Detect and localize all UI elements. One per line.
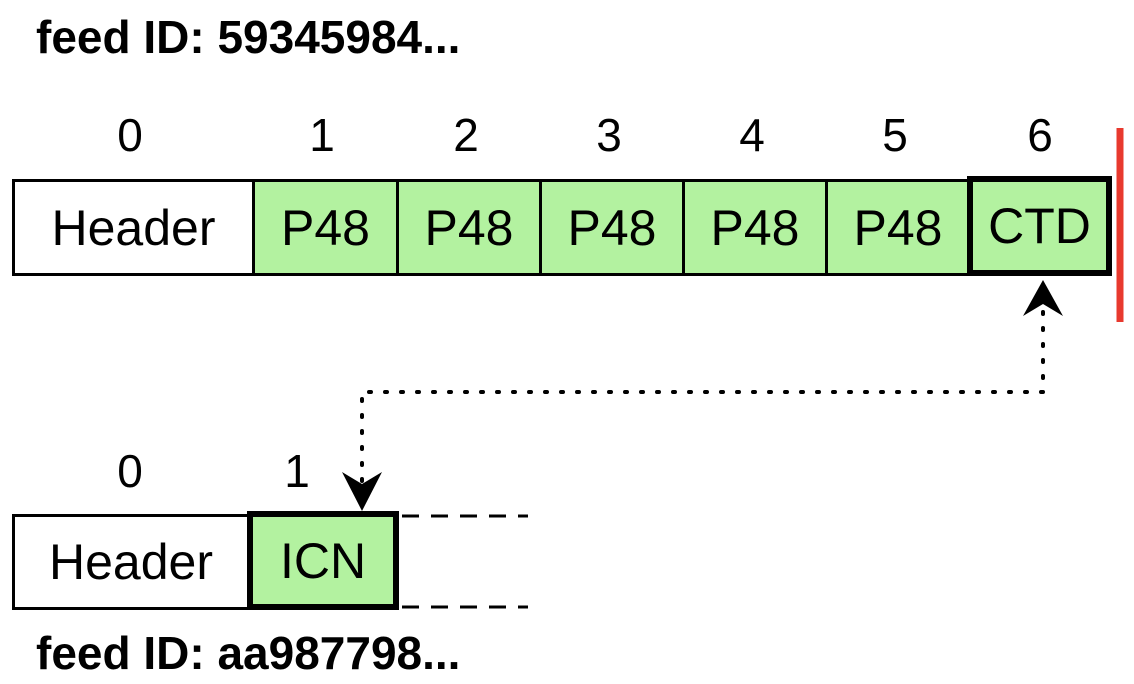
feed-bottom-index-0: 0 [117,445,143,497]
feed-top-header-cell: Header [12,179,255,276]
feed-bottom-index-1: 1 [284,445,310,497]
feed-top-index-1: 1 [309,109,335,161]
reference-dotted-link [360,310,1045,484]
feed-top-index-3: 3 [596,109,622,161]
feed-bottom-message-1-icn: ICN [247,511,399,610]
arrowhead-up-to-ctd [1023,280,1063,316]
feed-top-message-4: P48 [682,179,828,276]
feed-top-index-2: 2 [453,109,479,161]
feed-top-index-4: 4 [739,109,765,161]
feed-top-message-1: P48 [252,179,399,276]
feed-bottom-header-cell: Header [12,514,250,610]
feed-top-index-5: 5 [882,109,908,161]
feed-top-title: feed ID: 59345984... [36,11,461,63]
feed-top-index-6: 6 [1027,109,1053,161]
feed-top-message-6-ctd: CTD [967,176,1112,276]
feed-top-index-0: 0 [117,109,143,161]
feed-bottom-title: feed ID: aa987798... [36,627,461,679]
arrowhead-down-to-icn [342,472,382,511]
feed-top-message-2: P48 [396,179,542,276]
